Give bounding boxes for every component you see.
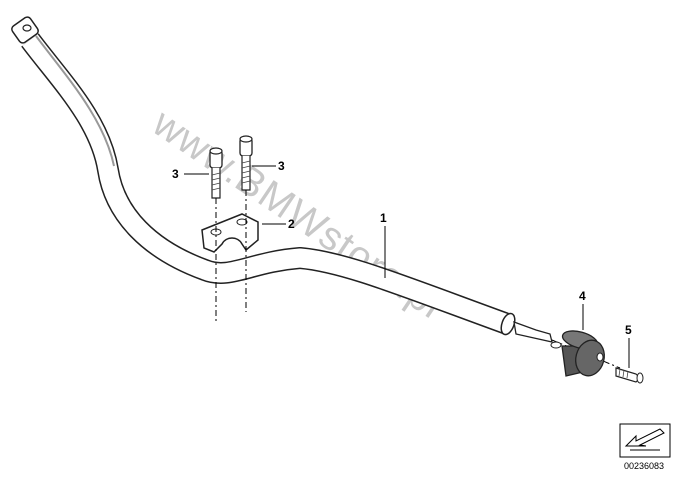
- bar-end-weight: [550, 330, 605, 377]
- handlebar-left-end: [11, 16, 39, 44]
- diagram-number: 00236083: [624, 461, 664, 471]
- bolt-right: [239, 135, 253, 191]
- bolt-left: [209, 147, 223, 199]
- callout-5: 5: [625, 323, 632, 337]
- callout-3-right: 3: [278, 159, 285, 173]
- diagram-id-box: 00236083: [619, 423, 671, 471]
- centerline-bar-end: [551, 339, 621, 369]
- handlebar-right-end: [500, 312, 553, 343]
- callout-2: 2: [288, 217, 295, 231]
- handlebar-clamp: [201, 213, 259, 253]
- handlebar: [11, 16, 553, 343]
- screw: [615, 367, 644, 384]
- callout-4: 4: [579, 289, 586, 303]
- callout-3-left: 3: [172, 167, 179, 181]
- callout-1: 1: [380, 211, 387, 225]
- arrow-icon: [624, 428, 665, 451]
